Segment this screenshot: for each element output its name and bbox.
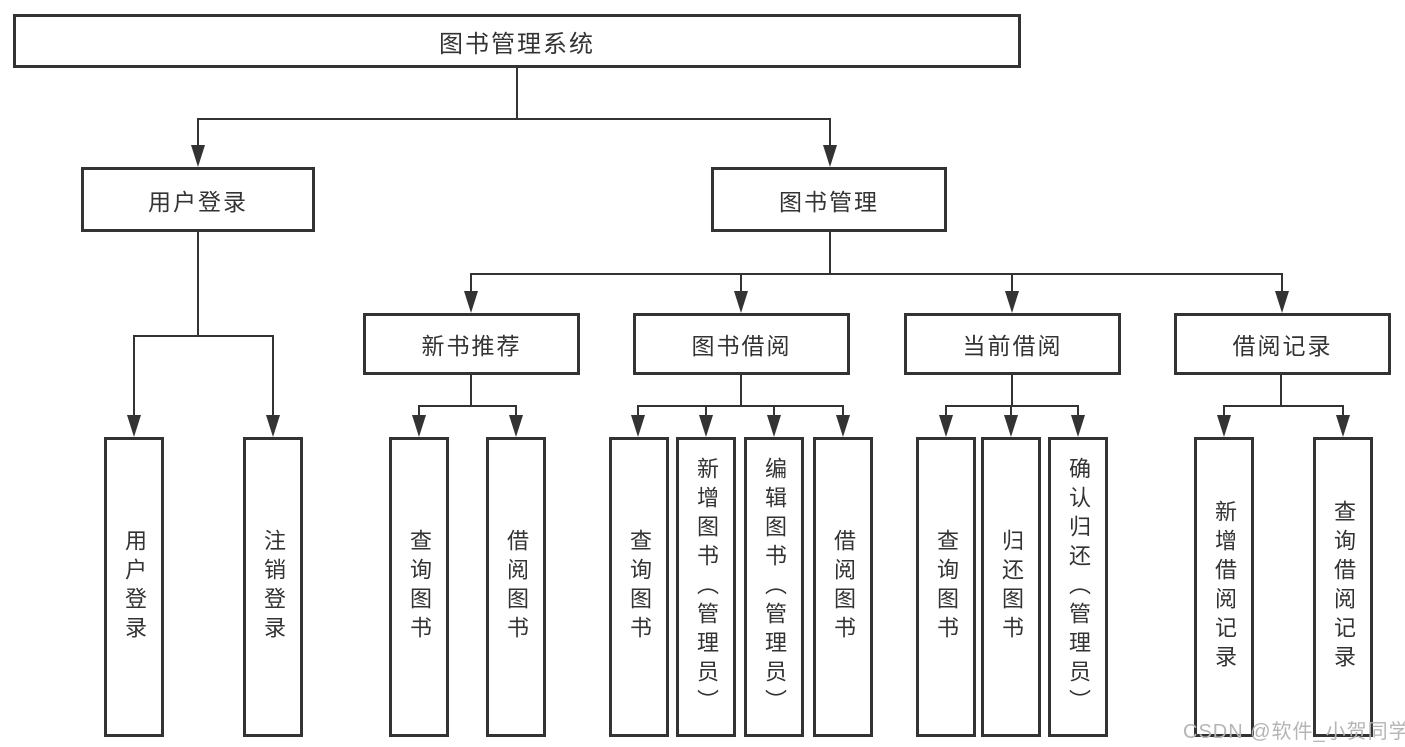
connector-line [1011, 273, 1013, 293]
connector-line [418, 405, 517, 407]
node-label: 新增图书（管理员） [694, 456, 719, 718]
leaf-borrow-book-1: 借阅图书 [486, 437, 546, 737]
leaf-logout: 注销登录 [243, 437, 303, 737]
node-book-management: 图书管理 [711, 167, 947, 232]
arrow-down-icon [1275, 291, 1289, 313]
node-label: 注销登录 [261, 529, 286, 645]
connector-line [842, 405, 844, 417]
node-label: 查询图书 [627, 529, 652, 645]
node-label: 新书推荐 [421, 333, 522, 359]
node-label: 借阅图书 [831, 529, 856, 645]
leaf-user-login: 用户登录 [104, 437, 164, 737]
connector-line [470, 273, 472, 293]
arrow-down-icon [939, 415, 953, 437]
connector-line [637, 405, 639, 417]
connector-line [197, 118, 199, 147]
leaf-query-borrow-record: 查询借阅记录 [1313, 437, 1373, 737]
connector-line [470, 375, 472, 407]
node-label: 查询图书 [407, 529, 432, 645]
node-user-login: 用户登录 [81, 167, 315, 232]
connector-line [197, 118, 831, 120]
connector-line [740, 273, 742, 293]
arrow-down-icon [191, 145, 205, 167]
connector-line [470, 273, 1283, 275]
arrow-down-icon [266, 415, 280, 437]
arrow-down-icon [509, 415, 523, 437]
arrow-down-icon [836, 415, 850, 437]
connector-line [945, 405, 1079, 407]
node-label: 新增借阅记录 [1212, 500, 1237, 674]
connector-line [1010, 405, 1012, 417]
arrow-down-icon [412, 415, 426, 437]
leaf-edit-book-admin: 编辑图书（管理员） [744, 437, 804, 737]
leaf-query-book-3: 查询图书 [916, 437, 976, 737]
connector-line [1342, 405, 1344, 417]
arrow-down-icon [699, 415, 713, 437]
leaf-add-borrow-record: 新增借阅记录 [1194, 437, 1254, 737]
connector-line [197, 232, 199, 337]
connector-line [1011, 375, 1013, 407]
node-book-borrowing: 图书借阅 [633, 313, 850, 375]
arrow-down-icon [767, 415, 781, 437]
node-library-management-system: 图书管理系统 [13, 14, 1021, 68]
arrow-down-icon [734, 291, 748, 313]
leaf-add-book-admin: 新增图书（管理员） [676, 437, 736, 737]
connector-line [133, 335, 274, 337]
leaf-borrow-book-2: 借阅图书 [813, 437, 873, 737]
arrow-down-icon [1005, 291, 1019, 313]
node-label: 图书管理 [779, 188, 879, 215]
node-borrowing-records: 借阅记录 [1174, 313, 1391, 375]
connector-line [1223, 405, 1225, 417]
arrow-down-icon [1217, 415, 1231, 437]
node-label: 图书管理系统 [439, 30, 595, 58]
node-current-borrowing: 当前借阅 [904, 313, 1121, 375]
leaf-query-book-1: 查询图书 [389, 437, 449, 737]
node-label: 用户登录 [148, 188, 248, 215]
connector-line [272, 335, 274, 417]
node-label: 用户登录 [122, 529, 147, 645]
leaf-query-book-2: 查询图书 [609, 437, 669, 737]
node-label: 编辑图书（管理员） [762, 456, 787, 718]
watermark-text: CSDN @软件_小贺同学 [1183, 721, 1405, 743]
connector-line [829, 118, 831, 147]
arrow-down-icon [1004, 415, 1018, 437]
leaf-confirm-return-admin: 确认归还（管理员） [1048, 437, 1108, 737]
connector-line [705, 405, 707, 417]
connector-line [418, 405, 420, 417]
connector-line [637, 405, 844, 407]
connector-line [740, 375, 742, 407]
node-label: 确认归还（管理员） [1066, 456, 1091, 718]
arrow-down-icon [127, 415, 141, 437]
connector-line [773, 405, 775, 417]
connector-line [515, 405, 517, 417]
connector-line [1223, 405, 1344, 407]
arrow-down-icon [464, 291, 478, 313]
arrow-down-icon [1336, 415, 1350, 437]
node-label: 查询图书 [934, 529, 959, 645]
node-label: 当前借阅 [962, 333, 1063, 359]
node-label: 归还图书 [999, 529, 1024, 645]
connector-line [1280, 375, 1282, 407]
arrow-down-icon [631, 415, 645, 437]
node-new-book-recommendation: 新书推荐 [363, 313, 580, 375]
connector-line [1077, 405, 1079, 417]
arrow-down-icon [823, 145, 837, 167]
connector-line [133, 335, 135, 417]
connector-line [516, 68, 518, 120]
node-label: 图书借阅 [691, 333, 792, 359]
arrow-down-icon [1071, 415, 1085, 437]
connector-line [1281, 273, 1283, 293]
node-label: 查询借阅记录 [1331, 500, 1356, 674]
connector-line [829, 232, 831, 275]
node-label: 借阅记录 [1232, 333, 1333, 359]
connector-line [945, 405, 947, 417]
node-label: 借阅图书 [504, 529, 529, 645]
leaf-return-book: 归还图书 [981, 437, 1041, 737]
